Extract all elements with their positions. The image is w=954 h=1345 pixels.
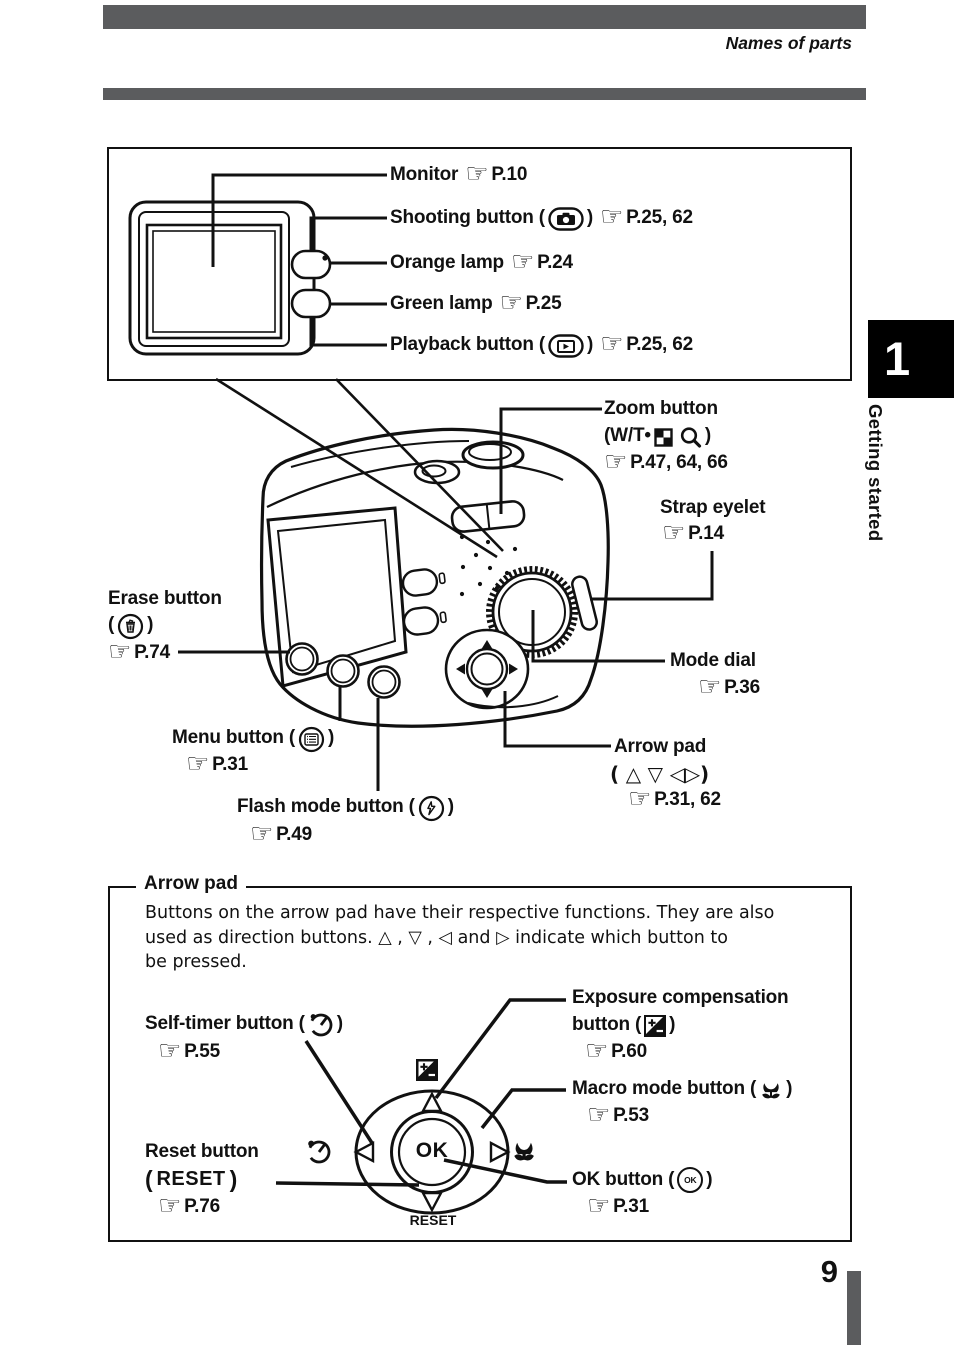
monitor-unit-illustration xyxy=(128,200,332,356)
label-shooting-button: Shooting button ( ) ☞ P.25, 62 xyxy=(390,202,693,232)
label-menu-button: Menu button ( ) xyxy=(172,725,334,753)
manicule-icon: ☞ xyxy=(662,518,686,548)
chapter-title-vertical: Getting started xyxy=(865,404,886,542)
label-arrow-pad-ref: ☞ P.31, 62 xyxy=(628,784,721,814)
camera-illustration xyxy=(259,427,610,728)
page-number: 9 xyxy=(820,1254,838,1289)
manicule-icon: ☞ xyxy=(585,1036,609,1066)
chapter-number-tab: 1 xyxy=(868,320,954,398)
exposure-compensation-icon xyxy=(415,1058,439,1082)
arrow-pad-description: Buttons on the arrow pad have their resp… xyxy=(145,903,775,972)
manicule-icon: ☞ xyxy=(465,159,489,189)
label-monitor: Monitor ☞ P.10 xyxy=(390,159,528,189)
manicule-icon: ☞ xyxy=(600,202,624,232)
label-flash-button-ref: ☞ P.49 xyxy=(250,819,312,849)
label-mode-dial-ref: ☞ P.36 xyxy=(698,672,760,702)
macro-flower-icon xyxy=(759,1081,783,1100)
exposure-compensation-icon xyxy=(644,1015,667,1037)
label-zoom-button-icons: (W/T• ) xyxy=(604,423,711,449)
label-green-lamp: Green lamp ☞ P.25 xyxy=(390,288,562,318)
playback-button-shape xyxy=(290,288,332,319)
label-arrow-pad: Arrow pad xyxy=(614,736,707,757)
label-orange-lamp: Orange lamp ☞ P.24 xyxy=(390,247,573,277)
label-playback-button: Playback button ( ) ☞ P.25, 62 xyxy=(390,329,693,359)
manicule-icon: ☞ xyxy=(158,1191,182,1221)
manicule-icon: ☞ xyxy=(510,247,535,277)
label-ok-ref: ☞ P.31 xyxy=(587,1191,649,1221)
orange-lamp-dot xyxy=(322,255,328,261)
manicule-icon: ☞ xyxy=(628,784,652,814)
label-macro-mode: Macro mode button ( ) xyxy=(572,1078,793,1100)
erase-trash-icon xyxy=(117,613,144,640)
ok-button-icon: OK xyxy=(677,1167,704,1193)
label-flash-button: Flash mode button ( ) xyxy=(237,794,454,822)
label-zoom-button: Zoom button xyxy=(604,398,718,419)
manicule-icon: ☞ xyxy=(499,288,523,318)
pad-down-triangle xyxy=(421,1191,443,1213)
camera-leaders xyxy=(178,407,714,791)
label-menu-button-ref: ☞ P.31 xyxy=(186,749,248,779)
camera-arrow-pad-shape xyxy=(444,628,530,710)
pad-left-triangle xyxy=(353,1141,375,1163)
label-exposure-compensation-icon: button ( ) xyxy=(572,1014,676,1037)
manicule-icon: ☞ xyxy=(600,329,624,359)
zoom-rocker-shape xyxy=(450,500,526,533)
arrow-pad-box xyxy=(108,886,852,1242)
label-mode-dial: Mode dial xyxy=(670,650,756,671)
label-erase-button: Erase button xyxy=(108,588,222,609)
label-reset-button: Reset button xyxy=(145,1141,259,1162)
shooting-button-icon xyxy=(548,207,584,231)
label-zoom-button-ref: ☞ P.47, 64, 66 xyxy=(604,447,728,477)
label-reset-text: ( RESET ) xyxy=(145,1166,238,1192)
label-arrow-pad-triangles: ( △ ▽ ◁▷) xyxy=(610,762,709,786)
label-exposure-ref: ☞ P.60 xyxy=(585,1036,647,1066)
label-erase-button-ref: ☞ P.74 xyxy=(108,637,170,667)
arrow-pad-box-title: Arrow pad xyxy=(136,873,246,895)
manicule-icon: ☞ xyxy=(587,1191,611,1221)
label-strap-eyelet-ref: ☞ P.14 xyxy=(662,518,724,548)
manicule-icon: ☞ xyxy=(250,819,274,849)
label-strap-eyelet: Strap eyelet xyxy=(660,497,766,518)
shooting-button-shape xyxy=(290,249,332,280)
menu-icon xyxy=(298,726,325,753)
flash-icon xyxy=(418,795,445,822)
label-self-timer: Self-timer button ( ) xyxy=(145,1011,343,1038)
pad-up-triangle xyxy=(421,1091,443,1113)
manicule-icon: ☞ xyxy=(698,672,722,702)
macro-flower-icon xyxy=(514,1143,534,1161)
label-erase-button-icon: ( ) xyxy=(108,612,153,640)
speaker-holes xyxy=(459,534,518,597)
pad-reset-text: RESET xyxy=(409,1212,457,1228)
label-self-timer-ref: ☞ P.55 xyxy=(158,1036,220,1066)
camera-screen-shape xyxy=(266,506,408,688)
manicule-icon: ☞ xyxy=(158,1036,182,1066)
arrow-pad-diagram xyxy=(304,1058,534,1215)
label-exposure-compensation: Exposure compensation xyxy=(572,987,789,1008)
manicule-icon: ☞ xyxy=(587,1100,611,1130)
pad-ok-text: OK xyxy=(415,1139,449,1162)
monitor-diagram-box xyxy=(107,147,852,381)
manicule-icon: ☞ xyxy=(108,637,132,667)
label-macro-ref: ☞ P.53 xyxy=(587,1100,649,1130)
viewfinder-shape xyxy=(413,459,461,485)
label-ok-button: OK button ( OK ) xyxy=(572,1167,713,1193)
playback-button-icon xyxy=(548,334,584,358)
self-timer-icon xyxy=(307,1012,334,1038)
magnifier-icon xyxy=(679,426,702,449)
pad-right-triangle xyxy=(489,1141,511,1163)
self-timer-icon xyxy=(304,1137,334,1167)
monitor-box-leaders xyxy=(211,173,387,347)
arrow-pad-box-leaders xyxy=(275,998,567,1187)
footer-bar xyxy=(847,1271,861,1345)
header-subbar xyxy=(103,88,866,100)
strap-eyelet-shape xyxy=(571,575,598,631)
index-view-icon xyxy=(654,427,673,447)
page-title: Names of parts xyxy=(725,33,852,53)
label-reset-ref: ☞ P.76 xyxy=(158,1191,220,1221)
manicule-icon: ☞ xyxy=(604,447,628,477)
manicule-icon: ☞ xyxy=(186,749,210,779)
header-bar xyxy=(103,5,866,29)
callout-wedge xyxy=(215,377,504,559)
